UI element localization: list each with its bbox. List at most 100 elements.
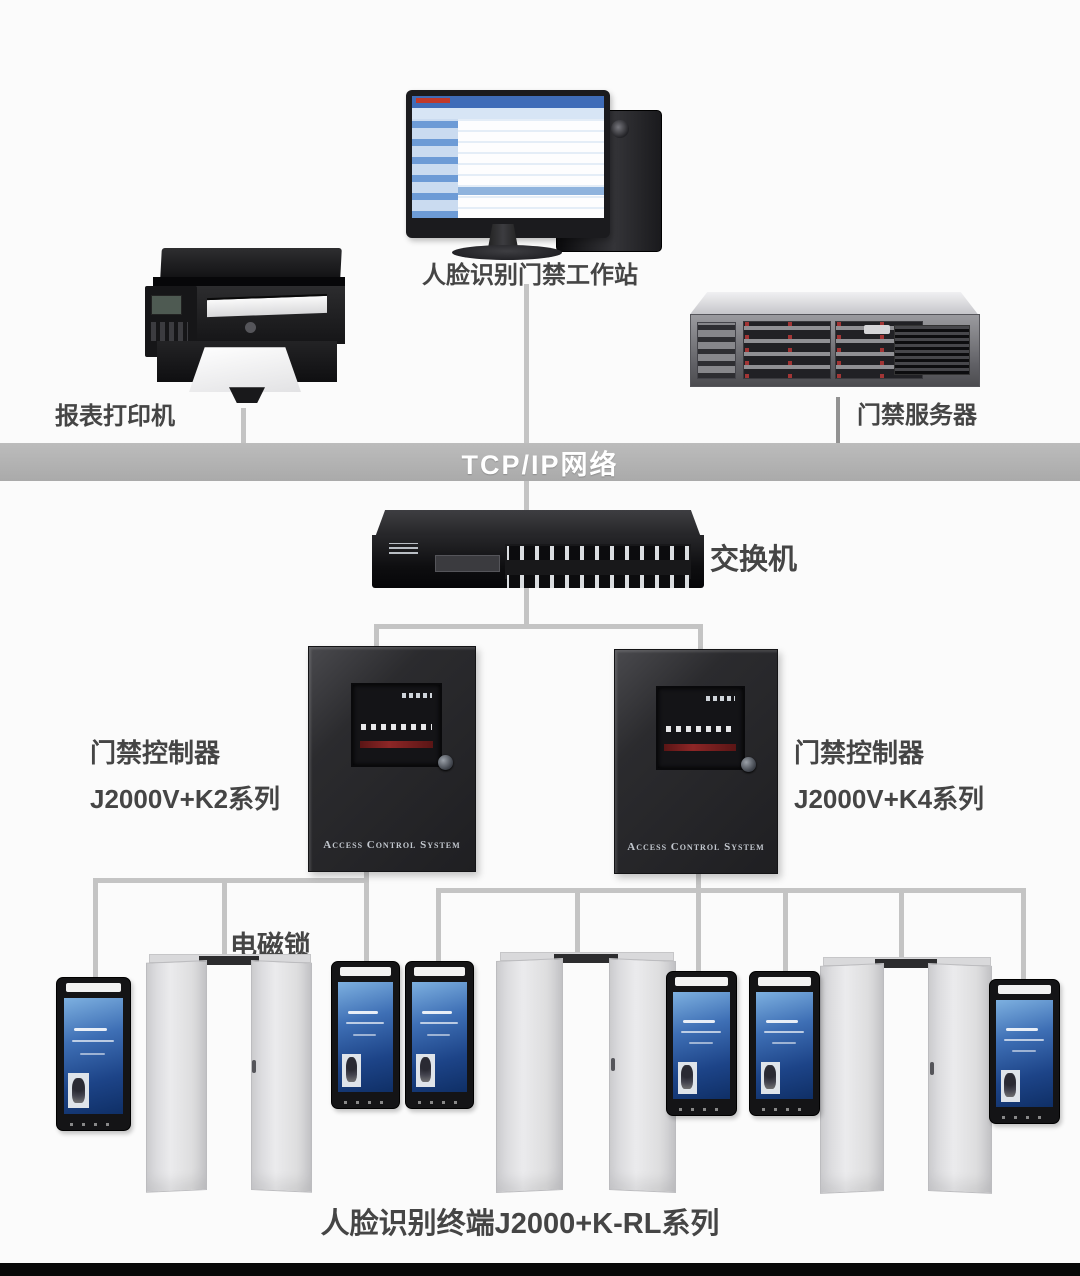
screen-highlight-band bbox=[458, 186, 604, 196]
switch-port-block bbox=[504, 544, 691, 589]
printer-lid-edge bbox=[153, 276, 345, 287]
drop-terminal-1 bbox=[93, 878, 98, 980]
controller-led-row bbox=[361, 723, 432, 730]
controller-faceplate-text: Access Control System bbox=[323, 838, 461, 851]
terminal-light-bar bbox=[998, 985, 1051, 994]
controller-led-row bbox=[666, 726, 735, 733]
report-printer bbox=[145, 248, 345, 408]
server-label: 门禁服务器 bbox=[857, 402, 977, 429]
face-terminal-4 bbox=[666, 971, 737, 1116]
controller-keyhole bbox=[740, 757, 756, 773]
terminal-face-photo bbox=[342, 1053, 362, 1087]
face-terminal-6 bbox=[989, 979, 1060, 1124]
cable-controller-left-drop bbox=[364, 868, 369, 882]
drop-door-3-lock bbox=[899, 888, 904, 962]
printer-label: 报表打印机 bbox=[55, 403, 175, 430]
face-terminal-1 bbox=[56, 977, 131, 1131]
switch-top-face bbox=[375, 510, 701, 537]
door-panel-left bbox=[496, 958, 563, 1194]
drop-terminal-6 bbox=[1021, 888, 1026, 982]
door-unit-3 bbox=[820, 957, 992, 1195]
terminal-light-bar bbox=[340, 967, 391, 976]
controller-keyhole bbox=[438, 754, 454, 770]
drop-terminal-5 bbox=[783, 888, 788, 975]
controller-faceplate-text: Access Control System bbox=[627, 840, 765, 853]
drop-terminal-4 bbox=[696, 888, 701, 975]
cable-workstation-network bbox=[524, 284, 529, 443]
screen-titlebar bbox=[412, 96, 604, 109]
terminal-light-bar bbox=[65, 983, 122, 992]
controller-left-series-label: J2000V+K2系列 bbox=[90, 784, 281, 814]
cable-printer-network bbox=[241, 408, 246, 443]
server-front-panel bbox=[690, 314, 980, 387]
face-terminal-5 bbox=[749, 971, 820, 1116]
cable-to-controller-left bbox=[374, 624, 379, 650]
drop-terminal-2 bbox=[364, 878, 369, 966]
server-control-block bbox=[696, 322, 737, 380]
terminal-screen bbox=[338, 982, 393, 1092]
network-backbone-bar: TCP/IP网络 bbox=[0, 443, 1080, 481]
switch-label-plate bbox=[435, 555, 501, 573]
terminal-screen bbox=[412, 982, 467, 1092]
controller-brand-mark bbox=[705, 695, 735, 701]
cable-switch-trunk bbox=[524, 586, 529, 628]
terminal-screen bbox=[756, 992, 813, 1099]
server-drive-bay bbox=[742, 320, 832, 380]
cable-switch-split bbox=[374, 624, 703, 629]
door-unit-2 bbox=[496, 952, 676, 1194]
network-label: TCP/IP网络 bbox=[461, 449, 619, 480]
screen-title-accent bbox=[416, 98, 450, 103]
door-panel-right bbox=[928, 963, 992, 1195]
server-top-face bbox=[690, 292, 978, 315]
door-handle bbox=[610, 1058, 615, 1072]
monitor-base bbox=[452, 245, 562, 260]
rack-server bbox=[690, 292, 980, 387]
printer-scanner-lid bbox=[160, 248, 342, 280]
printer-output-paper bbox=[189, 347, 301, 392]
printer-tray-stop bbox=[229, 387, 265, 404]
printer-display bbox=[151, 294, 182, 316]
access-controller-left: Access Control System bbox=[308, 646, 476, 872]
controller-display-panel bbox=[655, 685, 746, 770]
terminal-light-bar bbox=[758, 977, 811, 986]
monitor-screen bbox=[412, 96, 604, 219]
server-optical-drive bbox=[863, 325, 890, 335]
cable-controller-right-drop bbox=[696, 870, 701, 890]
printer-paper-slot bbox=[206, 293, 327, 317]
controller-status-strip bbox=[359, 741, 434, 749]
electromagnetic-lock bbox=[875, 959, 937, 968]
cable-network-switch bbox=[524, 481, 529, 513]
controller-brand-mark bbox=[401, 692, 432, 698]
cable-server-network bbox=[836, 397, 840, 443]
terminal-screen bbox=[63, 998, 124, 1114]
terminal-button-row bbox=[762, 1108, 807, 1111]
switch-brand-mark bbox=[388, 543, 419, 555]
door-panel-left bbox=[146, 960, 208, 1194]
drop-door-1-lock bbox=[222, 878, 227, 962]
monitor-stand bbox=[488, 224, 518, 248]
workstation-label: 人脸识别门禁工作站 bbox=[422, 262, 638, 289]
electromagnetic-lock bbox=[553, 954, 619, 963]
screen-table bbox=[458, 119, 604, 219]
switch-port-row bbox=[506, 546, 689, 561]
door-handle bbox=[929, 1061, 934, 1075]
door-panel-right bbox=[250, 960, 312, 1194]
drop-door-2-lock bbox=[575, 888, 580, 958]
switch-front-panel bbox=[372, 534, 704, 589]
terminal-button-row bbox=[70, 1123, 117, 1126]
electromagnetic-lock bbox=[199, 956, 259, 965]
door-unit-1 bbox=[146, 954, 312, 1194]
controller-display-panel bbox=[350, 682, 443, 768]
printer-logo-badge bbox=[244, 322, 256, 334]
workstation-monitor bbox=[406, 90, 610, 238]
bus-controller-right bbox=[436, 888, 1026, 893]
terminal-face-photo bbox=[760, 1061, 780, 1094]
controller-right-series-label: J2000V+K4系列 bbox=[794, 784, 985, 814]
terminal-button-row bbox=[344, 1101, 387, 1104]
terminal-light-bar bbox=[414, 967, 465, 976]
controller-status-strip bbox=[664, 743, 737, 751]
terminal-face-photo bbox=[677, 1061, 697, 1094]
bus-controller-left bbox=[93, 878, 369, 883]
drop-terminal-3 bbox=[436, 888, 441, 966]
